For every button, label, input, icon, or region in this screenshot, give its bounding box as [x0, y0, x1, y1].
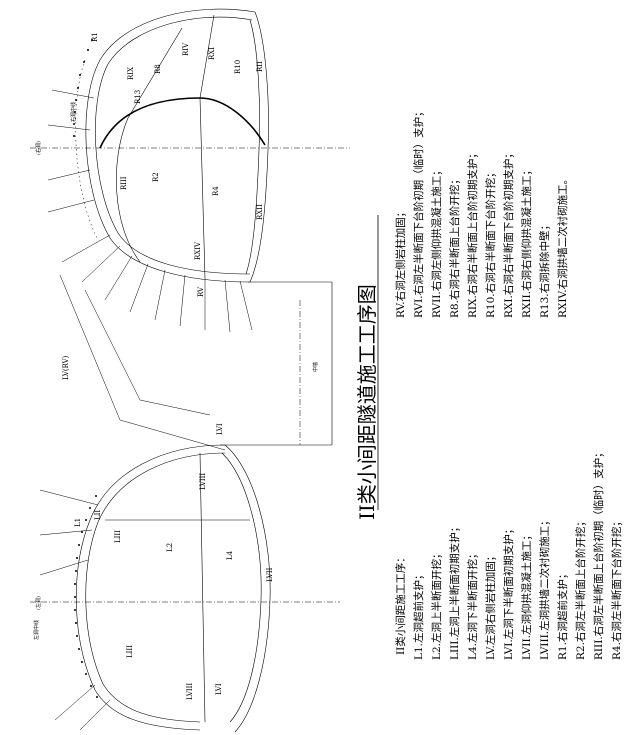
right-tunnel-bolts	[47, 89, 253, 333]
step-RV: RV.右洞左侧岩柱加固；	[394, 207, 407, 318]
diagram-title: II类小间距隧道施工工序图	[355, 284, 379, 520]
step-LVI: LVI.左洞下半断面初期支护；	[502, 524, 515, 660]
label-L4: L4	[226, 550, 234, 560]
step-RVI: RVI.右洞左半断面下台阶初期（临时）支护；	[412, 106, 425, 318]
steps-right-column: RV.右洞左侧岩柱加固； RVI.右洞左半断面下台阶初期（临时）支护； RVII…	[394, 106, 569, 318]
step-R4: R4.右洞左半断面下台阶开挖；	[610, 516, 623, 660]
step-L1: L1.左洞超前支护；	[412, 570, 425, 661]
right-tunnel-middle-wall	[99, 97, 266, 149]
left-tunnel-outer-lining	[76, 444, 226, 731]
left-tunnel: L1 LII LIII LVIII LVI L2 L4 LVII LIII LV…	[33, 423, 274, 733]
label-R8: R8	[154, 64, 162, 74]
label-RV: RV	[197, 286, 205, 297]
label-R1: R1	[91, 32, 99, 42]
label-LII: LII	[94, 510, 102, 520]
step-RIII: RIII.右洞左半断面上台阶初期（临时）支护；	[592, 447, 605, 660]
middle-wall-label: 中墙	[312, 362, 319, 372]
label-RXIV: RXIV	[194, 241, 202, 260]
left-tunnel-inner-lining	[85, 452, 226, 723]
left-tunnel-bolts	[39, 489, 111, 731]
step-LIII: LIII.左洞上半断面初期支护；	[448, 522, 461, 660]
label-RIX: RIX	[127, 67, 135, 80]
left-tunnel-side-label: (左洞)	[35, 596, 42, 610]
label-R13: R13	[134, 90, 142, 104]
label-R10: R10	[234, 60, 242, 74]
label-RXII: RXII	[256, 204, 264, 220]
label-LIII: LIII	[114, 530, 122, 543]
right-tunnel-inner-lining	[95, 16, 253, 275]
right-tunnel-advance-dots	[73, 39, 93, 137]
step-L2: L2.左洞上半断面开挖；	[430, 549, 443, 661]
steps-heading: II类小间距施工工序：	[394, 552, 407, 655]
step-RXIV: RXIV.右洞拱墙二次衬砌施工。	[556, 174, 569, 318]
step-RXI: RXI.右洞右半断面下台阶初期支护；	[502, 148, 515, 318]
label-L2: L2	[166, 543, 174, 552]
step-LVIII: LVIII.左洞拱墙二次衬砌施工；	[538, 515, 551, 660]
label-R2: R2	[152, 172, 160, 182]
step-LVII: LVII.左洞仰拱混凝土施工；	[520, 530, 533, 660]
left-tunnel-advance-dots	[74, 495, 98, 698]
label-RIII: RIII	[120, 176, 128, 190]
step-L4: L4.左洞下半断面开挖；	[466, 549, 479, 661]
label-LVIII-bottom: LVIII	[186, 683, 194, 700]
step-R1: R1.右洞超前支护；	[556, 569, 569, 660]
step-R2: R2.右洞左半断面上台阶开挖；	[574, 516, 587, 660]
label-LIII-lower: LIII	[126, 645, 134, 658]
middle-rock-pillar: 中墙 LV(RV)	[59, 274, 333, 451]
right-tunnel: R1 RIV RXI R10 RII RIX R8 R13 R2 RIII R4…	[35, 8, 269, 333]
right-tunnel-invert	[249, 11, 269, 283]
label-LVI-bottom: LVI	[215, 683, 223, 695]
step-RVII: RVII.右洞左侧仰拱混凝土施工；	[430, 165, 443, 318]
label-LVI-top: LVI	[216, 423, 224, 435]
label-LVIII-top: LVIII	[199, 473, 207, 490]
label-RII: RII	[256, 61, 264, 72]
steps-left-column: II类小间距施工工序： L1.左洞超前支护； L2.左洞上半断面开挖； LIII…	[394, 447, 623, 660]
label-L1: L1	[74, 518, 82, 527]
left-tunnel-center-label: 左洞中线	[33, 620, 40, 640]
label-LVII: LVII	[266, 567, 274, 582]
right-tunnel-outer-lining	[85, 8, 256, 283]
step-R13: R13.右洞拆除中壁；	[538, 220, 551, 318]
label-RXI: RXI	[208, 47, 216, 60]
label-RIV: RIV	[182, 42, 190, 56]
step-R8: R8.右洞右半断面上台阶开挖；	[448, 174, 461, 318]
label-R4: R4	[212, 186, 220, 196]
step-LV: LV.左洞右侧岩柱加固；	[484, 551, 497, 660]
step-R10: R10.右洞右半断面下台阶开挖；	[484, 167, 497, 318]
step-RIX: RIX.右洞右半断面上台阶初期支护；	[466, 148, 479, 318]
label-LV-RV: LV(RV)	[62, 355, 70, 380]
right-tunnel-side-label: (右洞)	[35, 141, 42, 155]
step-RXII: RXII.右洞右侧仰拱混凝土施工；	[520, 165, 533, 318]
left-tunnel-invert	[224, 444, 271, 733]
right-tunnel-center-label: 右洞中线	[70, 102, 77, 122]
